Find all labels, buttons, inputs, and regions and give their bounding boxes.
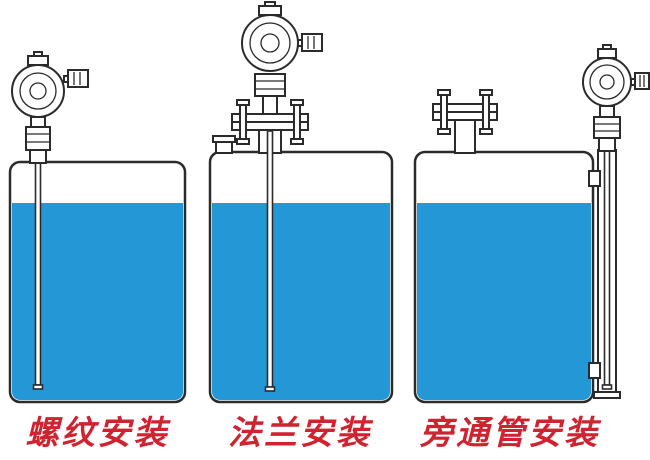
pipe-bottom-stub — [588, 362, 601, 379]
head-ring — [599, 74, 615, 90]
junction-box — [301, 33, 323, 52]
top-knob — [33, 51, 43, 57]
transmitter-icon — [11, 51, 89, 164]
tank-outline — [413, 150, 595, 404]
head-ring — [29, 82, 47, 100]
flange-plate — [432, 103, 498, 113]
top-cap — [27, 55, 49, 66]
junction-box — [67, 69, 89, 88]
head-ring — [260, 33, 280, 53]
bolt-nut — [236, 138, 250, 145]
tank-outline — [208, 150, 394, 404]
tank-outline — [8, 160, 187, 404]
probe-tip — [264, 386, 276, 392]
transmitter-neck — [30, 116, 46, 128]
transmitter-icon — [582, 44, 650, 152]
transmitter-body — [254, 73, 286, 97]
thread-bushing — [598, 137, 616, 152]
nozzle-pipe — [454, 119, 476, 154]
head-ring — [249, 22, 291, 64]
flange-bolt — [440, 93, 448, 131]
pipe-bottom-cap — [593, 391, 621, 399]
head-ring — [589, 64, 625, 100]
flange-icon — [432, 89, 498, 154]
transmitter-body — [25, 126, 51, 151]
bolt-nut — [479, 128, 493, 135]
top-cap — [258, 5, 282, 16]
bolt-head — [290, 99, 304, 106]
label-flange-installation: 法兰安装 — [228, 416, 372, 452]
top-cap — [597, 48, 617, 59]
flange-bolt — [239, 103, 247, 141]
transmitter-neck — [262, 95, 278, 115]
bolt-head — [479, 89, 493, 96]
probe-rod — [266, 130, 274, 388]
bolt-nut — [290, 138, 304, 145]
liquid-fill — [212, 203, 390, 400]
junction-box — [634, 72, 650, 90]
nozzle-cap — [212, 135, 236, 143]
probe-rod — [603, 150, 611, 386]
probe-rod — [34, 162, 42, 386]
bolt-nut — [437, 128, 451, 135]
probe-tip — [601, 384, 613, 390]
head-ring — [19, 72, 57, 110]
transmitter-neck — [599, 105, 615, 118]
flange-bolt — [293, 103, 301, 141]
bolt-head — [437, 89, 451, 96]
transmitter-body — [593, 116, 621, 139]
label-bypass-installation: 旁通管安装 — [420, 416, 600, 452]
transmitter-icon — [241, 1, 323, 115]
top-knob — [264, 1, 276, 7]
probe-tip — [32, 384, 44, 390]
flange-icon — [231, 99, 309, 145]
bolt-head — [236, 99, 250, 106]
bypass-installation-figure — [413, 44, 650, 404]
pipe-top-stub — [588, 170, 601, 187]
liquid-fill — [417, 203, 591, 400]
thread-bushing — [29, 149, 47, 164]
label-threaded-installation: 螺纹安装 — [25, 416, 170, 452]
flange-installation-figure — [208, 1, 394, 404]
threaded-installation-figure — [8, 51, 187, 404]
flange-bolt — [482, 93, 490, 131]
top-knob — [602, 44, 612, 50]
